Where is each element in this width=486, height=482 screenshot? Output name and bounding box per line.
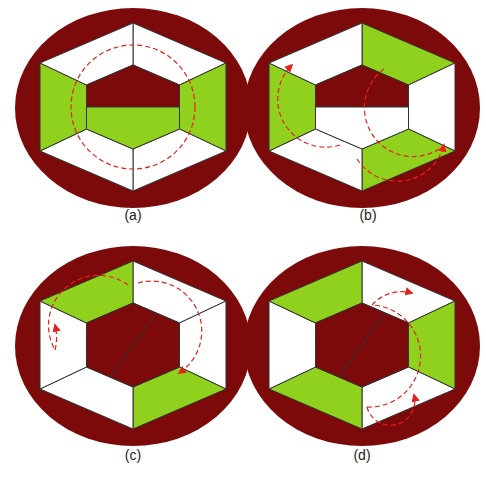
outer-ellipse (15, 8, 251, 208)
pentagon-tile (87, 65, 180, 107)
pentagon-tile (316, 65, 409, 107)
rotation-circle (71, 45, 195, 169)
pentagon-tile (87, 303, 157, 377)
tiling-panel (244, 246, 480, 446)
rotation-path (364, 69, 442, 157)
tiling-panel (15, 8, 251, 208)
rotation-path (367, 395, 415, 425)
rotation-path (372, 292, 412, 305)
rotation-path (49, 275, 128, 350)
rotation-path (357, 145, 444, 181)
pentagon-tile (316, 107, 409, 149)
panel-label: (b) (359, 207, 376, 223)
rotation-path (278, 65, 340, 147)
panel-label: (d) (353, 447, 370, 463)
pentagon-tile (87, 107, 180, 149)
pentagon-tile (316, 303, 386, 377)
tiling-panel (244, 8, 480, 208)
panel-label: (c) (125, 447, 141, 463)
outer-ellipse (244, 246, 480, 446)
rotation-path (138, 281, 202, 373)
tiling-panel (15, 246, 251, 446)
outer-ellipse (244, 8, 480, 208)
outer-ellipse (15, 246, 251, 446)
rotation-path (55, 325, 57, 350)
rotation-path (367, 305, 421, 407)
panel-label: (a) (124, 207, 141, 223)
